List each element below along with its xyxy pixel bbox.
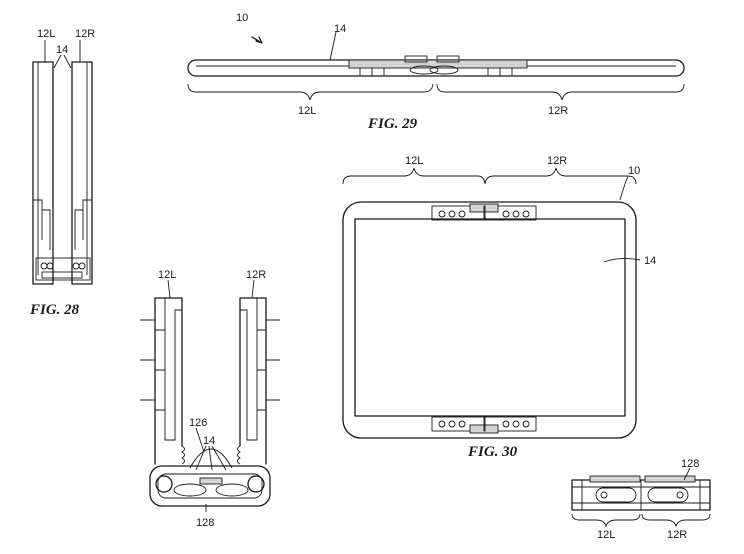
fig29-caption: FIG. 29 xyxy=(367,116,418,132)
hinge-detail-label-12L: 12L xyxy=(158,269,176,281)
fig29-label-12R: 12R xyxy=(548,105,568,117)
hinge-detail-label-126: 126 xyxy=(189,417,207,429)
hinge-small-label-128: 128 xyxy=(681,458,699,470)
fig30-label-14: 14 xyxy=(644,255,656,267)
fig29-arrow xyxy=(251,36,263,44)
fig30-label-12L: 12L xyxy=(405,155,423,167)
hinge-detail-view xyxy=(140,279,280,512)
fig28-label-12L: 12L xyxy=(37,28,55,40)
fig29-edge-view xyxy=(187,31,685,77)
hinge-detail-label-14: 14 xyxy=(203,435,215,447)
fig30-caption: FIG. 30 xyxy=(467,444,518,460)
fig28-folded-device xyxy=(32,40,93,285)
fig30-brace-12L xyxy=(342,167,486,185)
hinge-small-label-12L: 12L xyxy=(597,529,615,541)
fig30-brace-12R xyxy=(484,167,637,185)
fig28-caption: FIG. 28 xyxy=(29,302,80,318)
fig29-label-10: 10 xyxy=(236,12,248,24)
fig29-label-12L: 12L xyxy=(298,105,316,117)
hinge-small-brace-12L xyxy=(571,513,641,528)
hinge-detail-label-128: 128 xyxy=(196,517,214,529)
fig29-brace-12L xyxy=(187,83,434,101)
fig29-label-14: 14 xyxy=(334,23,346,35)
hinge-small-view xyxy=(571,467,711,511)
fig30-label-10: 10 xyxy=(628,165,640,177)
fig30-label-12R: 12R xyxy=(547,155,567,167)
hinge-small-label-12R: 12R xyxy=(667,529,687,541)
hinge-small-brace-12R xyxy=(641,513,711,528)
fig28-label-12R: 12R xyxy=(75,28,95,40)
fig29-brace-12R xyxy=(436,83,685,101)
fig28-label-14: 14 xyxy=(56,44,68,56)
hinge-detail-label-12R: 12R xyxy=(246,269,266,281)
fig30-front-view xyxy=(342,175,641,439)
